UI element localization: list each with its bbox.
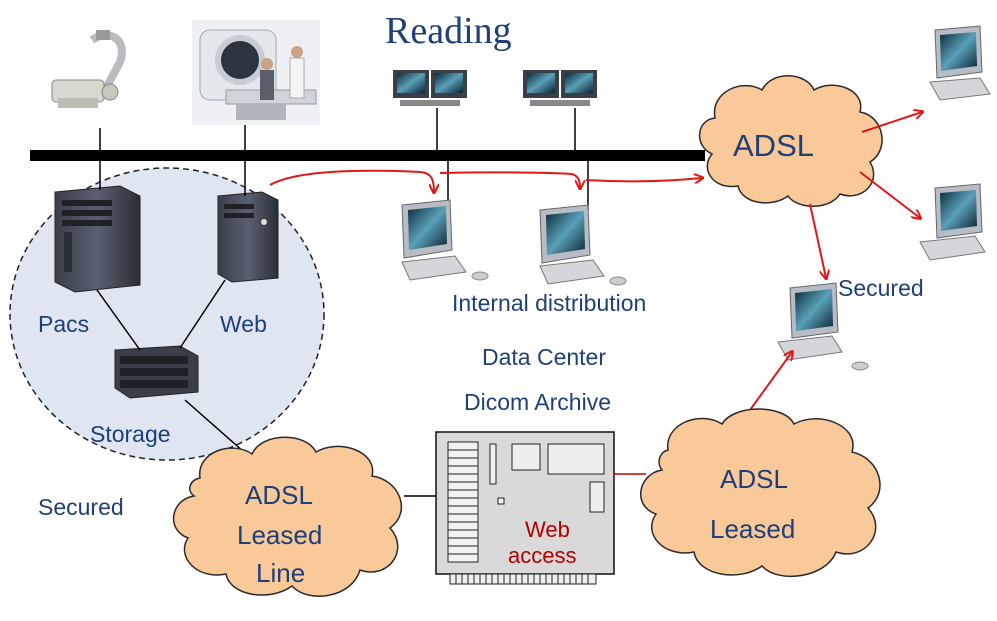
storage-unit-icon	[114, 345, 199, 399]
secured-left-label: Secured	[38, 494, 124, 520]
adsl-top-cloud-label: ADSL	[733, 128, 814, 163]
leased-to-remote-arrow	[749, 352, 792, 411]
web-label: Web	[220, 311, 267, 337]
web-access-label-1: Web	[525, 517, 570, 542]
storage-label: Storage	[90, 421, 171, 447]
internal-distribution-label: Internal distribution	[452, 290, 647, 316]
adsl-to-remote-1-arrow	[861, 112, 922, 133]
internal-to-adsl-arrow	[585, 178, 702, 181]
internal-pc-2-icon	[539, 204, 627, 286]
adsl-top-cloud-shape	[698, 75, 883, 207]
adsl-leased-line-label-3: Line	[256, 558, 306, 588]
data-center-server-icon	[435, 431, 615, 585]
ct-scanner-icon	[192, 20, 320, 125]
pacs-storage-link	[96, 289, 141, 351]
web-to-internal-arrow	[269, 169, 434, 192]
internal-pc-1-icon	[401, 199, 489, 281]
adsl-leased-label-2: Leased	[710, 514, 796, 544]
remote-pc-2-icon	[919, 183, 986, 261]
internal-to-internal-arrow	[439, 171, 580, 188]
reading-workstation-2-icon	[523, 70, 597, 106]
web-access-label-2: access	[508, 543, 577, 568]
adsl-to-remote-2-arrow	[859, 171, 920, 218]
adsl-to-remote-3-arrow	[809, 203, 826, 278]
adsl-leased-line-label-1: ADSL	[245, 480, 313, 510]
c-arm-device-icon	[51, 30, 126, 108]
network-bus	[30, 150, 705, 161]
web-server-icon	[217, 191, 279, 283]
page-title: Reading	[385, 10, 512, 52]
pacs-label: Pacs	[38, 311, 90, 337]
web-storage-link	[179, 279, 226, 349]
remote-pc-1-icon	[929, 25, 991, 101]
secured-right-label: Secured	[838, 275, 924, 301]
data-center-label: Data Center	[482, 344, 607, 370]
reading-workstation-1-icon	[393, 70, 467, 106]
adsl-leased-line-cloud-shape	[172, 436, 402, 597]
dicom-archive-label: Dicom Archive	[464, 389, 611, 415]
adsl-leased-label-1: ADSL	[720, 464, 788, 494]
adsl-leased-cloud-shape	[640, 408, 881, 578]
adsl-leased-line-label-2: Leased	[237, 520, 323, 550]
pacs-server-icon	[54, 185, 141, 293]
